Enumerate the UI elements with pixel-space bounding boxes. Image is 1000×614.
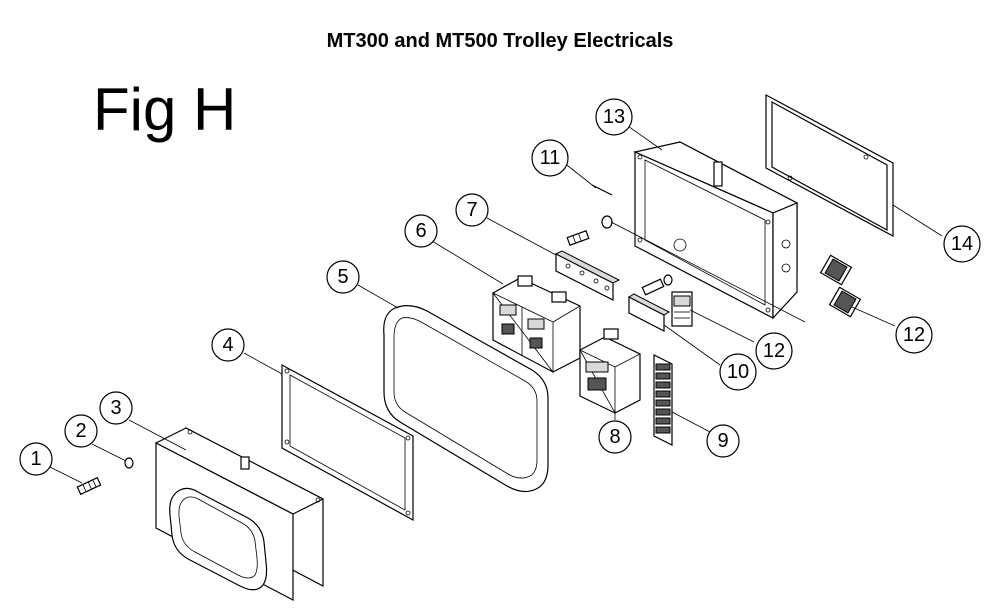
- part-8-contactor: [579, 328, 641, 415]
- callout-12-right: 12: [895, 316, 933, 354]
- callout-5-label: 5: [337, 266, 348, 288]
- callout-7-label: 7: [466, 199, 477, 221]
- callout-1: 1: [19, 442, 53, 476]
- screws-upper: [566, 215, 673, 296]
- callout-10: 10: [719, 353, 757, 391]
- callout-12-center: 12: [755, 332, 793, 370]
- callout-13: 13: [595, 98, 633, 136]
- part-2-washer: [124, 457, 134, 469]
- part-7-din-rail: [554, 250, 621, 301]
- part-12-gland-center: [671, 291, 693, 327]
- callout-7: 7: [455, 193, 489, 227]
- part-5-seal: [383, 305, 549, 493]
- callout-8-label: 8: [609, 426, 620, 448]
- callout-4-label: 4: [222, 334, 233, 356]
- callout-6-label: 6: [415, 220, 426, 242]
- diagram-title: MT300 and MT500 Trolley Electricals: [326, 30, 674, 52]
- callout-10-label: 10: [727, 361, 749, 383]
- callout-14-label: 14: [951, 233, 973, 255]
- callout-8: 8: [598, 420, 632, 454]
- callout-13-label: 13: [603, 106, 625, 128]
- callout-14: 14: [943, 225, 981, 263]
- part-3-front-lid: [154, 427, 325, 601]
- callout-9-label: 9: [717, 430, 728, 452]
- part-9-terminal-strip: [653, 354, 673, 446]
- part-6-contactors: [492, 275, 581, 374]
- leader-lines: [47, 123, 943, 484]
- figure-label: Fig H: [93, 76, 237, 143]
- callout-3-label: 3: [110, 397, 121, 419]
- callout-3: 3: [99, 391, 133, 425]
- callout-1-label: 1: [30, 448, 41, 470]
- callout-6: 6: [404, 214, 438, 248]
- callout-5: 5: [326, 260, 360, 294]
- callout-11-label: 11: [540, 147, 561, 169]
- part-11-screw: [591, 184, 613, 196]
- callout-4: 4: [211, 328, 245, 362]
- part-10-small-rail: [627, 293, 671, 332]
- callout-2: 2: [64, 414, 98, 448]
- part-1-screw: [76, 476, 102, 496]
- callout-12-right-label: 12: [903, 324, 925, 346]
- callout-2-label: 2: [75, 420, 86, 442]
- part-4-gasket: [281, 363, 414, 522]
- callout-9: 9: [706, 424, 740, 458]
- callout-12-center-label: 12: [763, 340, 785, 362]
- part-12-glands-right: [819, 254, 862, 318]
- part-14-back-plate: [765, 93, 894, 238]
- part-13-enclosure: [633, 141, 799, 320]
- callout-11: 11: [531, 139, 569, 177]
